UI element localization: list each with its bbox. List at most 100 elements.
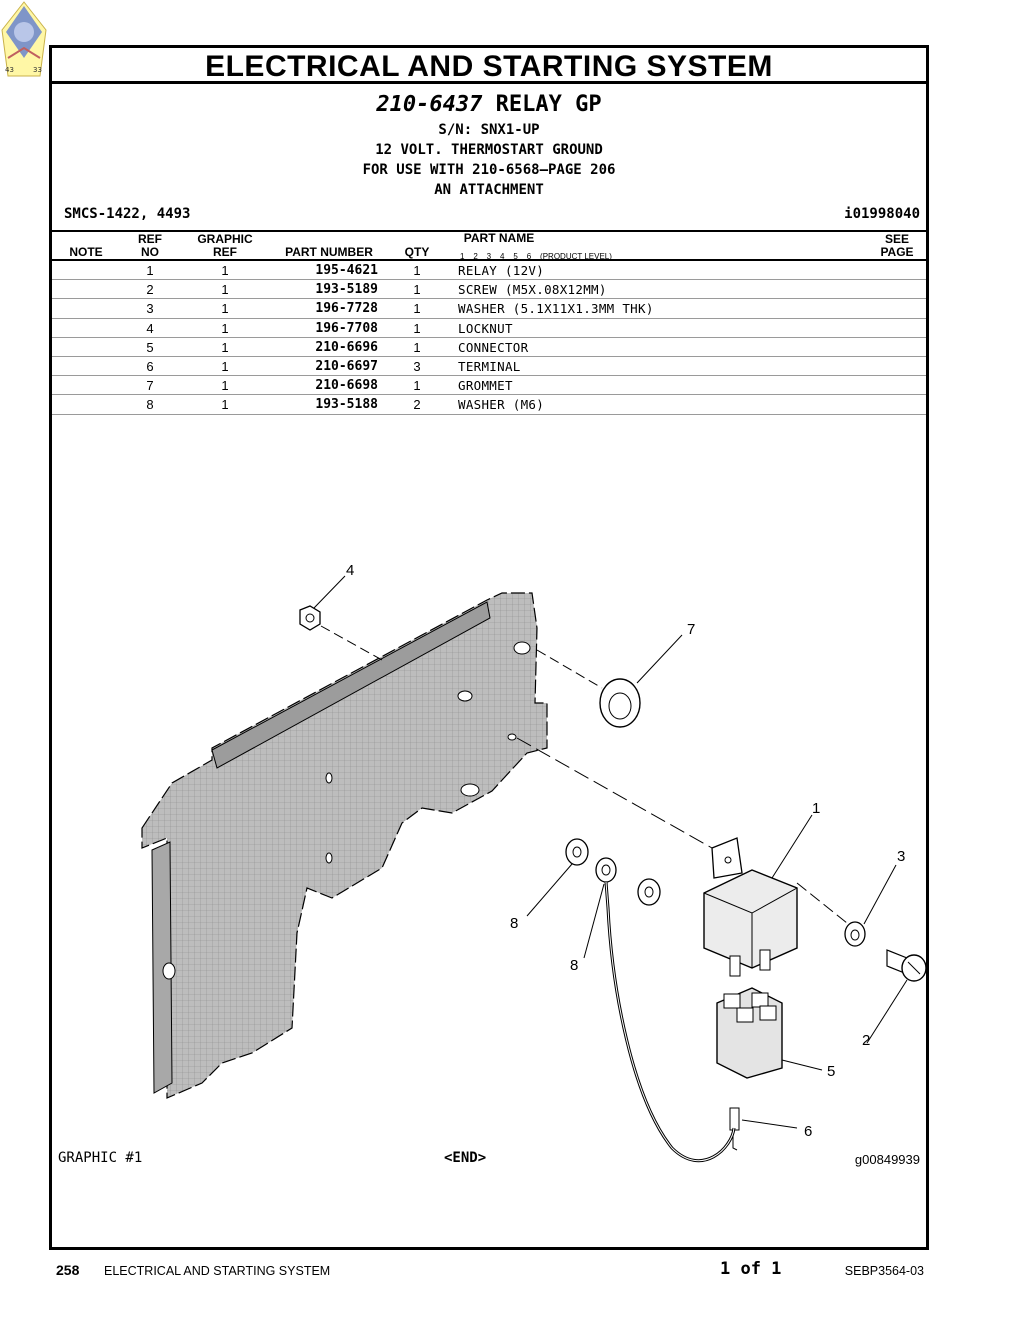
locknut-part [299, 605, 321, 631]
callout-7: 7 [687, 621, 695, 638]
ref-no: 1 [146, 263, 154, 278]
part-name: CONNECTOR [458, 339, 529, 355]
serial-number-line: S/N: SNX1-UP [438, 122, 540, 138]
table-row: 6 1 210-6697 3 TERMINAL [52, 357, 926, 377]
part-number: 210-6697 [315, 358, 378, 374]
connector-part [716, 987, 783, 1079]
publisher-logo: 43 33 [1, 1, 47, 77]
graphic-ref: 1 [221, 320, 229, 336]
ref-no: 2 [146, 282, 154, 298]
attachment-line: AN ATTACHMENT [434, 182, 544, 198]
table-row: 7 1 210-6698 1 GROMMET [52, 376, 926, 396]
exploded-view-drawing: 4 7 1 3 2 5 6 8 8 [141, 562, 927, 1163]
part-number: 210-6698 [315, 378, 378, 394]
table-row: 1 1 195-4621 1 RELAY (12V) [52, 261, 926, 281]
graphic-ref: 1 [221, 358, 229, 374]
group-name: RELAY GP [495, 92, 602, 117]
part-name: RELAY (12V) [458, 263, 545, 278]
header-note: NOTE [69, 245, 103, 259]
footer-section-title: ELECTRICAL AND STARTING SYSTEM [104, 1264, 331, 1278]
leader-lines [313, 575, 908, 1129]
parts-table-body: 1 1 195-4621 1 RELAY (12V) 2 1 193-5189 … [52, 261, 926, 415]
table-row: 3 1 196-7728 1 WASHER (5.1X11X1.3MM THK) [52, 299, 926, 319]
mounting-bracket [141, 592, 548, 1099]
page-frame: ELECTRICAL AND STARTING SYSTEM 210-6437 … [49, 45, 929, 1250]
group-part-number: 210-6437 [376, 92, 483, 117]
header-part-name: PART NAME [463, 231, 535, 245]
footer-page-number: 258 [56, 1262, 80, 1278]
callout-1: 1 [812, 800, 820, 817]
smcs-code: SMCS-1422, 4493 [64, 206, 191, 222]
ref-no: 7 [146, 378, 154, 394]
graphic-id: g00849939 [854, 1152, 920, 1167]
ref-no: 5 [146, 339, 154, 355]
graphic-label: GRAPHIC #1 [58, 1150, 143, 1166]
callout-8a: 8 [510, 915, 518, 932]
quantity: 2 [413, 397, 421, 413]
table-row: 4 1 196-7708 1 LOCKNUT [52, 319, 926, 338]
part-name: SCREW (M5X.08X12MM) [458, 282, 607, 298]
illustration-id: i01998040 [844, 206, 920, 222]
header-product-levels: 1 2 3 4 5 6 (PRODUCT LEVEL) [460, 252, 612, 261]
description-line: 12 VOLT. THERMOSTART GROUND [375, 142, 603, 158]
part-number: 193-5188 [315, 397, 378, 413]
footer-doc-number: SEBP3564-03 [844, 1264, 924, 1278]
table-row: 2 1 193-5189 1 SCREW (M5X.08X12MM) [52, 280, 926, 300]
part-name: LOCKNUT [458, 320, 513, 336]
washer-m6-part [565, 838, 661, 906]
part-name: WASHER (M6) [458, 397, 545, 413]
quantity: 1 [413, 282, 421, 298]
logo-number-right: 33 [33, 66, 42, 74]
part-number: 196-7708 [315, 320, 378, 336]
screw-part [886, 949, 927, 982]
header-part-number: PART NUMBER [285, 245, 373, 259]
callout-labels: 4 7 1 3 2 5 6 8 8 [346, 562, 905, 1140]
part-number: 210-6696 [315, 339, 378, 355]
quantity: 1 [413, 339, 421, 355]
ref-no: 3 [146, 301, 154, 317]
part-number: 195-4621 [315, 263, 378, 278]
graphic-ref: 1 [221, 282, 229, 298]
callout-6: 6 [804, 1123, 812, 1140]
ref-no: 6 [146, 358, 154, 374]
callout-2: 2 [862, 1032, 870, 1049]
graphic-ref: 1 [221, 263, 229, 278]
part-name: GROMMET [458, 378, 513, 394]
ref-no: 4 [146, 320, 154, 336]
washer-part [844, 921, 866, 947]
graphic-ref: 1 [221, 301, 229, 317]
quantity: 3 [413, 358, 421, 374]
part-number: 193-5189 [315, 282, 378, 298]
table-row: 5 1 210-6696 1 CONNECTOR [52, 338, 926, 357]
logo-number-left: 43 [5, 66, 14, 74]
grommet-part [599, 678, 641, 728]
graphic-ref: 1 [221, 339, 229, 355]
ref-no: 8 [146, 397, 154, 413]
callout-3: 3 [897, 848, 905, 865]
use-with-line: FOR USE WITH 210-6568—PAGE 206 [362, 162, 616, 178]
footer-page-count: 1 of 1 [720, 1259, 782, 1279]
quantity: 1 [413, 378, 421, 394]
relay-part [703, 837, 798, 977]
table-row: 8 1 193-5188 2 WASHER (M6) [52, 395, 926, 415]
part-number: 196-7728 [315, 301, 378, 317]
page-title: ELECTRICAL AND STARTING SYSTEM [52, 48, 926, 84]
part-name: WASHER (5.1X11X1.3MM THK) [458, 301, 654, 317]
quantity: 1 [413, 301, 421, 317]
quantity: 1 [413, 320, 421, 336]
callout-5: 5 [827, 1063, 835, 1080]
quantity: 1 [413, 263, 421, 278]
callout-4: 4 [346, 562, 354, 579]
graphic-ref: 1 [221, 397, 229, 413]
header-qty: QTY [404, 245, 430, 259]
graphic-ref: 1 [221, 378, 229, 394]
end-marker: <END> [444, 1150, 487, 1166]
callout-8b: 8 [570, 957, 578, 974]
part-name: TERMINAL [458, 358, 521, 374]
ground-wire [595, 857, 736, 1163]
group-heading: 210-6437 RELAY GP [52, 92, 926, 117]
